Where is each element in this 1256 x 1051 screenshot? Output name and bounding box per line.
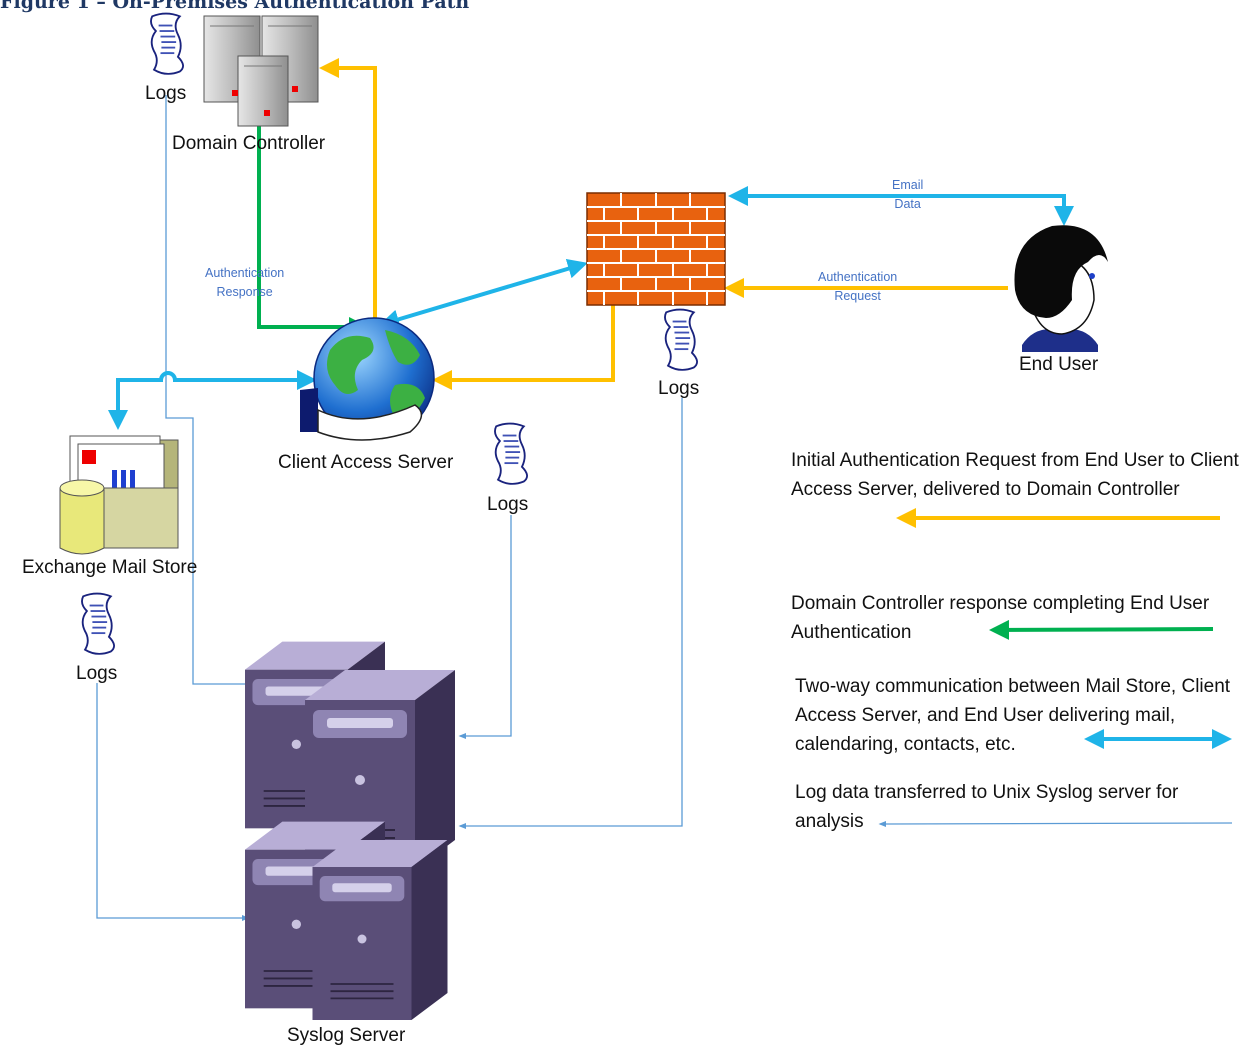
label-logs-mailstore: Logs — [76, 663, 118, 684]
end-user-icon — [1014, 225, 1108, 352]
label-email-data: Email Data — [892, 176, 923, 214]
legend-log-data: Log data transferred to Unix Syslog serv… — [795, 782, 1179, 832]
syslog-server-icon — [245, 640, 455, 1020]
label-email-data-line1: Email — [892, 178, 924, 192]
label-auth-request-line2: Request — [834, 289, 881, 303]
exchange-mail-store-icon — [59, 435, 179, 555]
log-flow-cas — [458, 515, 512, 740]
label-auth-response-line2: Response — [216, 285, 273, 299]
log-flow-firewall — [458, 398, 683, 830]
label-logs-dc: Logs — [145, 83, 187, 104]
auth-request-firewall-to-cas — [432, 305, 615, 390]
label-auth-request-line1: Authentication — [818, 270, 898, 284]
two-way-user-firewall — [728, 186, 1074, 226]
legend-two-way: Two-way communication between Mail Store… — [795, 676, 1231, 755]
label-domain-controller: Domain Controller — [172, 133, 326, 154]
label-auth-response: Authentication Response — [205, 264, 284, 302]
two-way-firewall-cas — [379, 258, 588, 330]
label-auth-request: Authentication Request — [818, 268, 897, 306]
auth-response-flow — [257, 122, 369, 337]
label-client-access-server: Client Access Server — [278, 452, 454, 473]
auth-request-cas-to-dc — [319, 58, 377, 325]
label-exchange-mail-store: Exchange Mail Store — [22, 557, 198, 578]
logs-icon-dc — [150, 12, 185, 75]
label-logs-firewall: Logs — [658, 378, 700, 399]
log-flow-mailstore — [96, 683, 250, 922]
log-flow-dc-2 — [165, 385, 254, 688]
two-way-cas-mailstore — [108, 370, 317, 430]
auth-request-flows — [319, 58, 1008, 390]
legend-dc-response: Domain Controller response completing En… — [791, 593, 1210, 643]
domain-controller-icon — [203, 15, 319, 127]
logs-icon-firewall — [664, 308, 699, 371]
legend-arrow-auth-response — [989, 619, 1214, 640]
label-end-user: End User — [1019, 354, 1099, 375]
label-auth-response-line1: Authentication — [205, 266, 285, 280]
legend-initial-auth: Initial Authentication Request from End … — [791, 450, 1239, 500]
figure-title: Figure 1 – On-Premises Authentication Pa… — [0, 0, 470, 13]
logs-icon-cas — [494, 422, 529, 485]
label-email-data-line2: Data — [894, 197, 921, 211]
two-way-flows — [108, 186, 1074, 430]
label-syslog-server: Syslog Server — [287, 1025, 406, 1046]
label-logs-cas: Logs — [487, 494, 529, 515]
legend-arrow-log-data — [878, 820, 1233, 828]
client-access-server-icon — [300, 317, 435, 441]
firewall-icon — [586, 192, 726, 306]
logs-icon-mailstore — [81, 592, 116, 655]
legend-swatches — [878, 508, 1233, 828]
